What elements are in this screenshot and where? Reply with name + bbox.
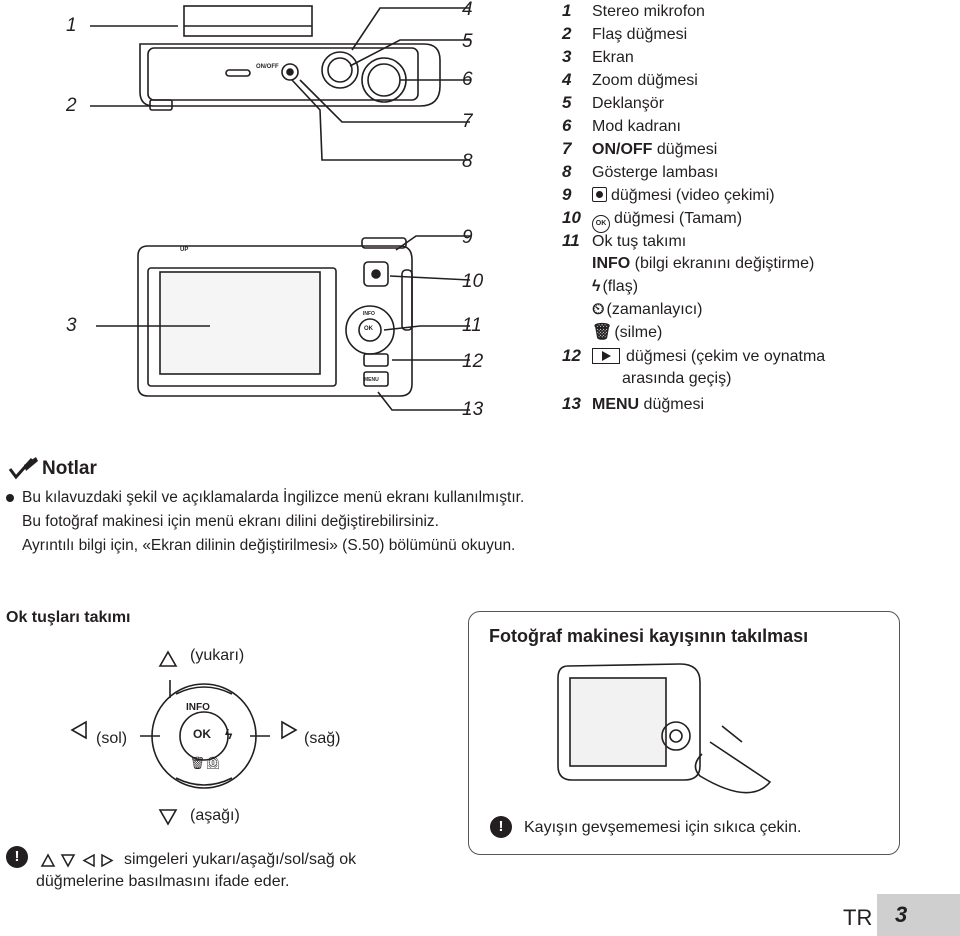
record-icon bbox=[592, 187, 607, 202]
legend-sub-timer: ⏲(zamanlayıcı) bbox=[592, 301, 703, 318]
notes-line-2: Bu fotoğraf makinesi için menü ekranı di… bbox=[22, 513, 439, 530]
arrow-pad-title: Ok tuşları takımı bbox=[6, 609, 131, 626]
strap-diagram bbox=[557, 663, 772, 794]
arrow-warning-line-1: simgeleri yukarı/aşağı/sol/sağ ok bbox=[124, 851, 357, 868]
camera-flash-up-label: UP bbox=[180, 247, 189, 253]
camera-top-view bbox=[90, 5, 471, 411]
notes-pencil-icon bbox=[8, 457, 38, 480]
camera-menu-label: MENU bbox=[364, 377, 379, 383]
pad-flash-icon: ϟ bbox=[225, 726, 233, 742]
notes-line-1: Bu kılavuzdaki şekil ve açıklamalarda İn… bbox=[22, 489, 525, 506]
ok-icon: OK bbox=[592, 215, 610, 233]
callout-6: 6 bbox=[462, 69, 473, 90]
page-language: TR bbox=[843, 905, 873, 930]
callout-13: 13 bbox=[462, 399, 484, 420]
strap-box bbox=[468, 611, 900, 855]
camera-onoff-label: ON/OFF bbox=[256, 64, 279, 70]
legend-sub-delete: 🗑(silme) bbox=[592, 324, 663, 341]
playback-icon bbox=[592, 348, 620, 364]
callout-5: 5 bbox=[462, 31, 473, 52]
callout-11: 11 bbox=[462, 315, 482, 336]
self-timer-icon: ⏲ bbox=[592, 301, 605, 318]
callout-2: 2 bbox=[66, 95, 77, 116]
pad-info-label: INFO bbox=[186, 702, 210, 713]
strap-title: Fotoğraf makinesi kayışının takılması bbox=[489, 626, 809, 646]
notes-line-3: Ayrıntılı bilgi için, «Ekran dilinin değ… bbox=[22, 537, 516, 554]
strap-warning-icon: ! bbox=[490, 816, 512, 838]
bullet-icon bbox=[6, 494, 14, 502]
callout-3: 3 bbox=[66, 315, 77, 336]
strap-warning-text: Kayışın gevşememesi için sıkıca çekin. bbox=[524, 819, 802, 836]
legend-item-12-cont: arasında geçiş) bbox=[622, 370, 732, 387]
callout-9: 9 bbox=[462, 227, 473, 248]
pad-ok-label: OK bbox=[193, 727, 211, 741]
legend-sub-flash: ϟ(flaş) bbox=[592, 278, 639, 295]
arrow-warning-line-2: düğmelerine basılmasını ifade eder. bbox=[36, 873, 290, 890]
camera-ok-label: OK bbox=[364, 326, 373, 332]
notes-title: Notlar bbox=[42, 458, 97, 479]
camera-info-label: INFO bbox=[363, 311, 375, 317]
direction-symbols-icon bbox=[40, 853, 114, 868]
arrow-left-label: (sol) bbox=[96, 730, 128, 747]
page-number: 3 bbox=[877, 894, 960, 936]
callout-7: 7 bbox=[462, 111, 473, 132]
pad-delete-timer-icon: 🗑⏲ bbox=[190, 756, 221, 770]
callout-4: 4 bbox=[462, 0, 473, 20]
legend-sub-info: INFO (bilgi ekranını değiştirme) bbox=[592, 255, 815, 272]
arrow-up-label: (yukarı) bbox=[190, 647, 245, 664]
flash-icon: ϟ bbox=[592, 278, 601, 295]
warning-icon: ! bbox=[6, 846, 28, 868]
callout-12: 12 bbox=[462, 351, 484, 372]
callout-1: 1 bbox=[66, 15, 77, 36]
callout-10: 10 bbox=[462, 271, 484, 292]
arrow-right-label: (sağ) bbox=[304, 730, 341, 747]
trash-icon: 🗑 bbox=[592, 324, 613, 341]
callout-8: 8 bbox=[462, 151, 473, 172]
arrow-down-label: (aşağı) bbox=[190, 807, 240, 824]
arrow-pad-diagram bbox=[70, 650, 298, 826]
